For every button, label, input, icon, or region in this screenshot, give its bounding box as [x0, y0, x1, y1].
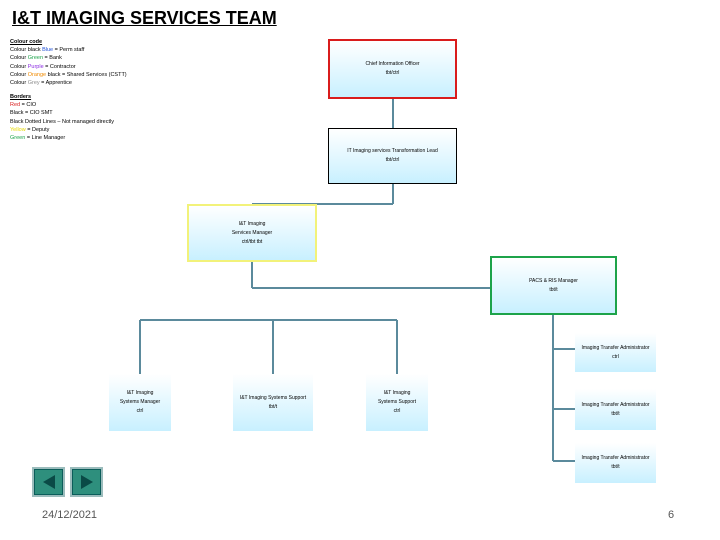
node-admin1-name: ctrl — [612, 353, 619, 360]
legend-colour-word: Purple — [27, 63, 44, 70]
legend-colour-word: Red — [10, 102, 21, 109]
border-legend-item: Red = CIO — [10, 101, 114, 109]
next-slide-button[interactable] — [70, 467, 103, 497]
border-legend-item: Yellow = Deputy — [10, 126, 114, 134]
border-legend-heading: Borders — [10, 94, 32, 100]
footer-date: 24/12/2021 — [42, 509, 98, 521]
legend-suffix: = CIO — [20, 102, 37, 109]
colour-legend-item: Colour Orange black = Shared Services (C… — [10, 71, 127, 79]
node-admin2-role: Imaging Transfer Administrator — [581, 401, 650, 408]
node-systems-support-1[interactable]: I&T Imaging Systems Support tbt/t — [233, 374, 313, 431]
colour-legend: Colour code Colour black Blue = Perm sta… — [10, 38, 127, 87]
node-transfer-admin-2[interactable]: Imaging Transfer Administrator tbt/t — [575, 389, 656, 430]
colour-legend-item: Colour Grey = Apprentice — [10, 79, 127, 87]
node-cio-role: Chief Information Officer — [365, 61, 420, 67]
node-transfer-admin-1[interactable]: Imaging Transfer Administrator ctrl — [575, 333, 656, 372]
legend-suffix: = Apprentice — [39, 80, 72, 87]
node-support2-role-1: I&T Imaging — [383, 390, 411, 396]
colour-legend-item: Colour Green = Bank — [10, 54, 127, 62]
node-manager-name: ctrl/tbt tbt — [241, 238, 263, 245]
legend-suffix: = Line Manager — [25, 135, 66, 142]
border-legend-item: Black Dotted Lines – Not managed directl… — [10, 118, 114, 126]
node-pacs-name: tbt/t — [549, 286, 558, 293]
legend-suffix: = Perm staff — [53, 47, 85, 54]
colour-legend-item: Colour Purple = Contractor — [10, 63, 127, 71]
node-systems-manager[interactable]: I&T Imaging Systems Manager ctrl — [109, 374, 171, 431]
node-systems-support-2[interactable]: I&T Imaging Systems Support ctrl — [366, 374, 428, 431]
node-manager-role-2: Services Manager — [231, 229, 273, 236]
legend-suffix: = Deputy — [25, 126, 50, 133]
previous-slide-button[interactable] — [32, 467, 65, 497]
legend-colour-word: Green — [27, 55, 44, 62]
colour-legend-item: Colour black Blue = Perm staff — [10, 46, 127, 54]
node-support2-name: ctrl — [393, 408, 401, 414]
page-title: I&T IMAGING SERVICES TEAM — [12, 8, 277, 28]
node-transformation-role: IT Imaging services Transformation Lead — [347, 148, 438, 154]
node-support1-role: I&T Imaging Systems Support — [239, 394, 307, 401]
legend-prefix: Colour — [10, 71, 28, 78]
border-legend-item: Black = CIO SMT — [10, 109, 114, 117]
legend-colour-word: Blue — [42, 47, 54, 54]
node-transformation-name: tbt/ctrl — [385, 157, 400, 163]
node-cio[interactable]: Chief Information Officer tbt/ctrl — [328, 39, 457, 99]
legend-colour-word: Yellow — [10, 126, 26, 133]
node-sysmgr-name: ctrl — [136, 408, 144, 414]
legend-suffix: Black Dotted Lines – Not managed directl… — [10, 118, 114, 125]
legend-colour-word: Grey — [27, 80, 40, 87]
border-legend-item: Green = Line Manager — [10, 134, 114, 142]
legend-prefix: Colour — [10, 63, 28, 70]
legend-suffix: = Bank — [43, 55, 62, 62]
legend-suffix: black = Shared Services (CSTT) — [46, 71, 127, 78]
node-support1-name: tbt/t — [268, 403, 278, 410]
legend-prefix: Colour black — [10, 47, 43, 54]
node-transformation-lead[interactable]: IT Imaging services Transformation Lead … — [328, 128, 457, 184]
legend-colour-word: Green — [10, 135, 26, 142]
legend-colour-word: Orange — [27, 71, 47, 78]
node-pacs-role: PACS & RIS Manager — [529, 277, 578, 284]
node-transfer-admin-3[interactable]: Imaging Transfer Administrator tbt/t — [575, 443, 656, 483]
node-admin3-role: Imaging Transfer Administrator — [581, 455, 650, 461]
node-pacs-ris-manager[interactable]: PACS & RIS Manager tbt/t — [490, 256, 617, 315]
node-support2-role-2: Systems Support — [377, 399, 417, 405]
legend-prefix: Colour — [10, 80, 28, 87]
node-services-manager[interactable]: I&T Imaging Services Manager ctrl/tbt tb… — [187, 204, 317, 262]
node-sysmgr-role-1: I&T Imaging — [126, 390, 154, 396]
node-admin2-name: tbt/t — [611, 410, 620, 417]
node-cio-name: tbt/ctrl — [385, 70, 400, 76]
legend-suffix: Black = CIO SMT — [10, 110, 53, 117]
triangle-left-icon — [42, 475, 55, 489]
legend-prefix: Colour — [10, 55, 28, 62]
triangle-right-icon — [80, 475, 93, 489]
page-number: 6 — [668, 509, 675, 521]
legend-suffix: = Contractor — [43, 63, 76, 70]
node-manager-role-1: I&T Imaging — [238, 220, 266, 227]
node-admin1-role: Imaging Transfer Administrator — [581, 344, 650, 351]
node-sysmgr-role-2: Systems Manager — [119, 399, 161, 405]
colour-legend-heading: Colour code — [10, 39, 43, 45]
node-admin3-name: tbt/t — [611, 464, 620, 470]
